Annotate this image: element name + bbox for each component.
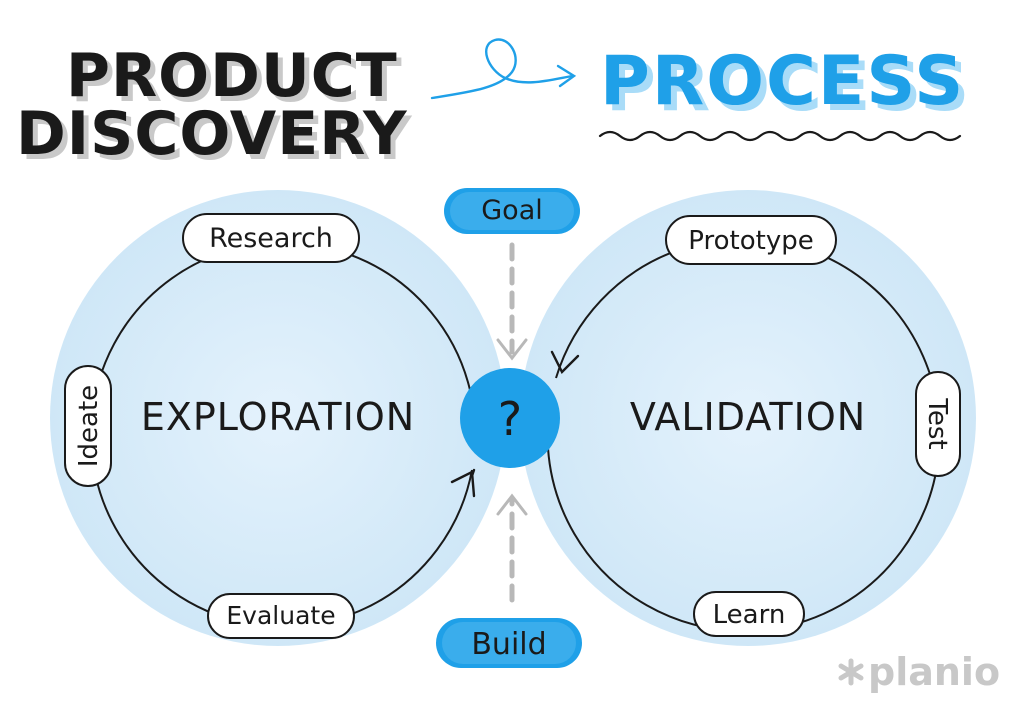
step-test: Test	[915, 371, 961, 477]
step-research-label: Research	[209, 223, 333, 254]
goal-node: Goal	[444, 188, 580, 234]
brand-name: planio	[868, 650, 1000, 694]
exploration-label: EXPLORATION	[141, 395, 415, 439]
asterisk-logo-icon	[838, 658, 864, 686]
goal-dashed-arrow	[496, 242, 528, 361]
center-question-node: ?	[460, 368, 560, 468]
build-dashed-arrow	[496, 493, 528, 603]
wavy-underline	[598, 130, 962, 142]
validation-label: VALIDATION	[630, 395, 866, 439]
exploration-circle-fill	[50, 190, 506, 646]
step-ideate-label: Ideate	[74, 385, 104, 467]
question-mark-icon: ?	[498, 392, 522, 446]
validation-arrow-icon	[550, 350, 580, 375]
build-label: Build	[471, 627, 546, 662]
process-title-text: PROCESS	[600, 42, 965, 121]
curly-arrow-icon	[430, 38, 577, 100]
step-evaluate: Evaluate	[207, 593, 355, 639]
step-learn: Learn	[693, 591, 805, 637]
title-line2-shadow: DISCOVERY	[21, 104, 413, 174]
title-block: PRODUCT PRODUCT DISCOVERY DISCOVERY	[16, 41, 413, 174]
title-line1-shadow: PRODUCT	[71, 46, 403, 116]
step-research: Research	[182, 213, 360, 263]
step-evaluate-label: Evaluate	[226, 601, 335, 630]
process-title: PROCESS PROCESS	[598, 42, 971, 142]
exploration-arrow-icon	[450, 468, 476, 498]
step-prototype-label: Prototype	[688, 226, 813, 256]
goal-label: Goal	[481, 195, 543, 226]
brand-logo: planio	[838, 650, 1000, 694]
step-prototype: Prototype	[665, 215, 837, 265]
process-title-shadow: PROCESS	[606, 48, 971, 127]
validation-circle-fill	[520, 190, 976, 646]
step-learn-label: Learn	[713, 600, 786, 630]
build-node: Build	[436, 618, 582, 668]
title-line2: DISCOVERY	[16, 99, 408, 169]
title-line1: PRODUCT	[66, 41, 398, 111]
step-test-label: Test	[922, 397, 952, 449]
step-ideate: Ideate	[64, 365, 112, 487]
